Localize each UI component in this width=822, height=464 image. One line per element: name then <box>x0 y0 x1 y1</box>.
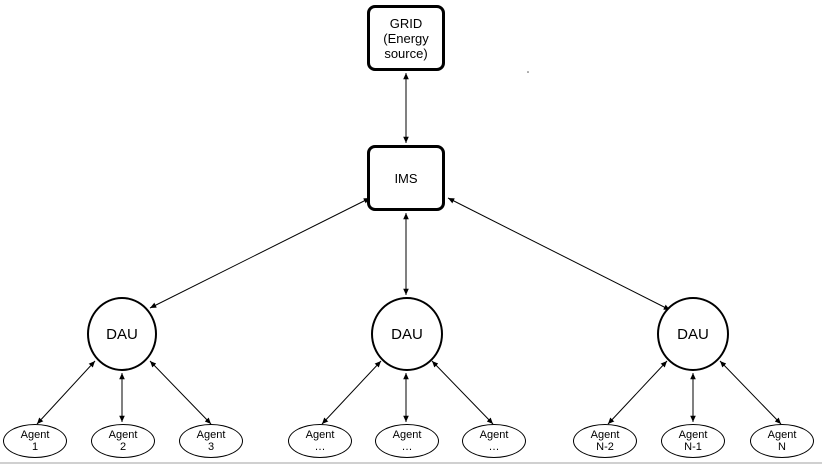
agent-label-line-1: Agent <box>305 429 335 441</box>
connection-edges <box>36 73 782 425</box>
agent-label-line-1: Agent <box>196 429 226 441</box>
agent-label-line-1: Agent <box>392 429 422 441</box>
edge-dau2-agent6 <box>431 360 494 425</box>
dau-node-2: DAU <box>371 297 443 371</box>
agent-node-2: Agent 2 <box>91 424 155 458</box>
grid-label-line-1: GRID <box>389 15 423 31</box>
agent-label-line-1: Agent <box>20 429 50 441</box>
agent-label-line-2: N-2 <box>596 441 614 453</box>
stray-dot <box>527 71 529 73</box>
agent-label-line-2: … <box>488 441 500 453</box>
dau-label: DAU <box>106 325 138 343</box>
dau-node-3: DAU <box>657 297 729 371</box>
grid-node: GRID (Energy source) <box>367 5 445 71</box>
agent-node-1: Agent 1 <box>3 424 67 458</box>
dau-label: DAU <box>677 325 709 343</box>
agent-node-3: Agent 3 <box>179 424 243 458</box>
agent-label-line-2: … <box>401 441 413 453</box>
agent-label-line-1: Agent <box>479 429 509 441</box>
agent-label-line-2: 3 <box>207 441 215 453</box>
agent-label-line-2: N <box>778 441 786 453</box>
edge-ims-dau-3 <box>447 197 671 311</box>
agent-label-line-2: … <box>314 441 326 453</box>
ims-label: IMS <box>394 170 418 186</box>
agent-label-line-2: 1 <box>31 441 39 453</box>
agent-node-9: Agent N <box>750 424 814 458</box>
agent-label-line-1: Agent <box>108 429 138 441</box>
agent-node-7: Agent N-2 <box>573 424 637 458</box>
agent-node-8: Agent N-1 <box>661 424 725 458</box>
agent-node-5: Agent … <box>375 424 439 458</box>
edge-ims-dau-1 <box>149 197 371 309</box>
edge-dau1-agent3 <box>149 360 212 425</box>
agent-label-line-1: Agent <box>678 429 708 441</box>
agent-node-6: Agent … <box>462 424 526 458</box>
bottom-border <box>0 462 822 464</box>
agent-node-4: Agent … <box>288 424 352 458</box>
edge-dau3-agent7 <box>607 360 668 425</box>
ims-node: IMS <box>367 145 445 211</box>
edge-dau2-agent4 <box>321 360 382 425</box>
grid-label-line-3: source) <box>384 45 428 61</box>
agent-label-line-1: Agent <box>767 429 797 441</box>
edge-dau3-agent9 <box>719 360 782 425</box>
agent-label-line-2: N-1 <box>684 441 702 453</box>
agent-label-line-1: Agent <box>590 429 620 441</box>
edge-dau1-agent1 <box>36 360 96 425</box>
dau-node-1: DAU <box>87 297 157 371</box>
grid-label-line-2: (Energy <box>383 30 429 46</box>
dau-label: DAU <box>391 325 423 343</box>
agent-label-line-2: 2 <box>119 441 127 453</box>
